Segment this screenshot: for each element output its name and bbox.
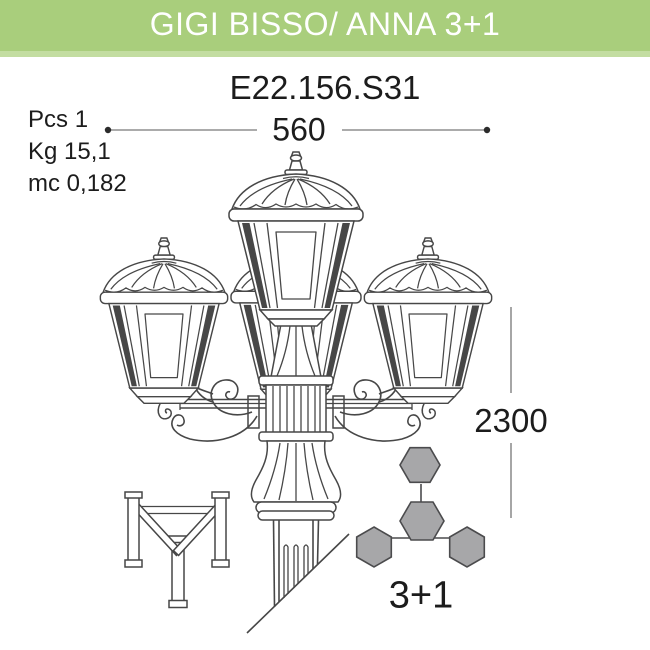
hexagon-top bbox=[399, 446, 441, 484]
height-dimension-value: 2300 bbox=[474, 402, 548, 440]
width-dimension-value: 560 bbox=[268, 111, 330, 149]
spec-volume-label: mc bbox=[28, 170, 60, 197]
specs-block: Pcs 1 Kg 15,1 mc 0,182 bbox=[28, 104, 127, 200]
product-title: GIGI BISSO/ ANNA 3+1 bbox=[149, 5, 501, 42]
spec-volume: mc 0,182 bbox=[28, 168, 127, 200]
header-banner: GIGI BISSO/ ANNA 3+1 bbox=[0, 0, 650, 57]
spec-pieces: Pcs 1 bbox=[28, 104, 127, 136]
spec-pieces-value: 1 bbox=[74, 106, 89, 133]
hexagon-left bbox=[355, 526, 393, 568]
width-dimension bbox=[104, 126, 491, 134]
spec-weight-label: Kg bbox=[28, 138, 58, 165]
ground-anchor-bracket bbox=[124, 491, 230, 609]
configuration-plan bbox=[355, 446, 486, 568]
break-line bbox=[246, 533, 350, 634]
product-code: E22.156.S31 bbox=[229, 69, 421, 106]
lamp-post-drawing bbox=[100, 151, 491, 634]
hexagon-center bbox=[399, 501, 445, 541]
spec-weight: Kg 15,1 bbox=[28, 136, 127, 168]
configuration-label: 3+1 bbox=[388, 574, 454, 618]
hexagon-right bbox=[448, 526, 486, 568]
spec-weight-value: 15,1 bbox=[64, 138, 111, 165]
spec-volume-value: 0,182 bbox=[66, 170, 127, 197]
spec-pieces-label: Pcs bbox=[28, 106, 69, 133]
